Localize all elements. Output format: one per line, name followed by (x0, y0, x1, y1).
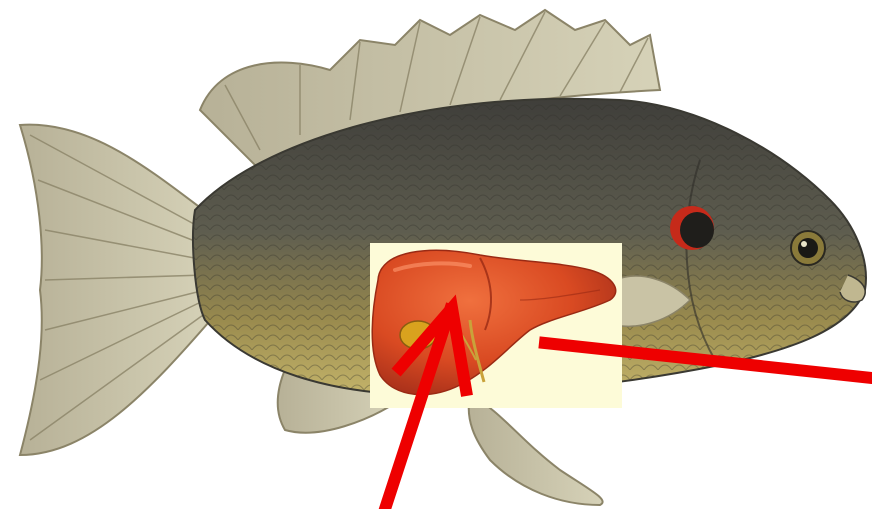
anal-fin (469, 395, 603, 505)
tail-fin (20, 125, 215, 455)
fish-eye (791, 231, 825, 265)
liver-illustration (370, 243, 622, 408)
gill-spot (670, 206, 714, 250)
